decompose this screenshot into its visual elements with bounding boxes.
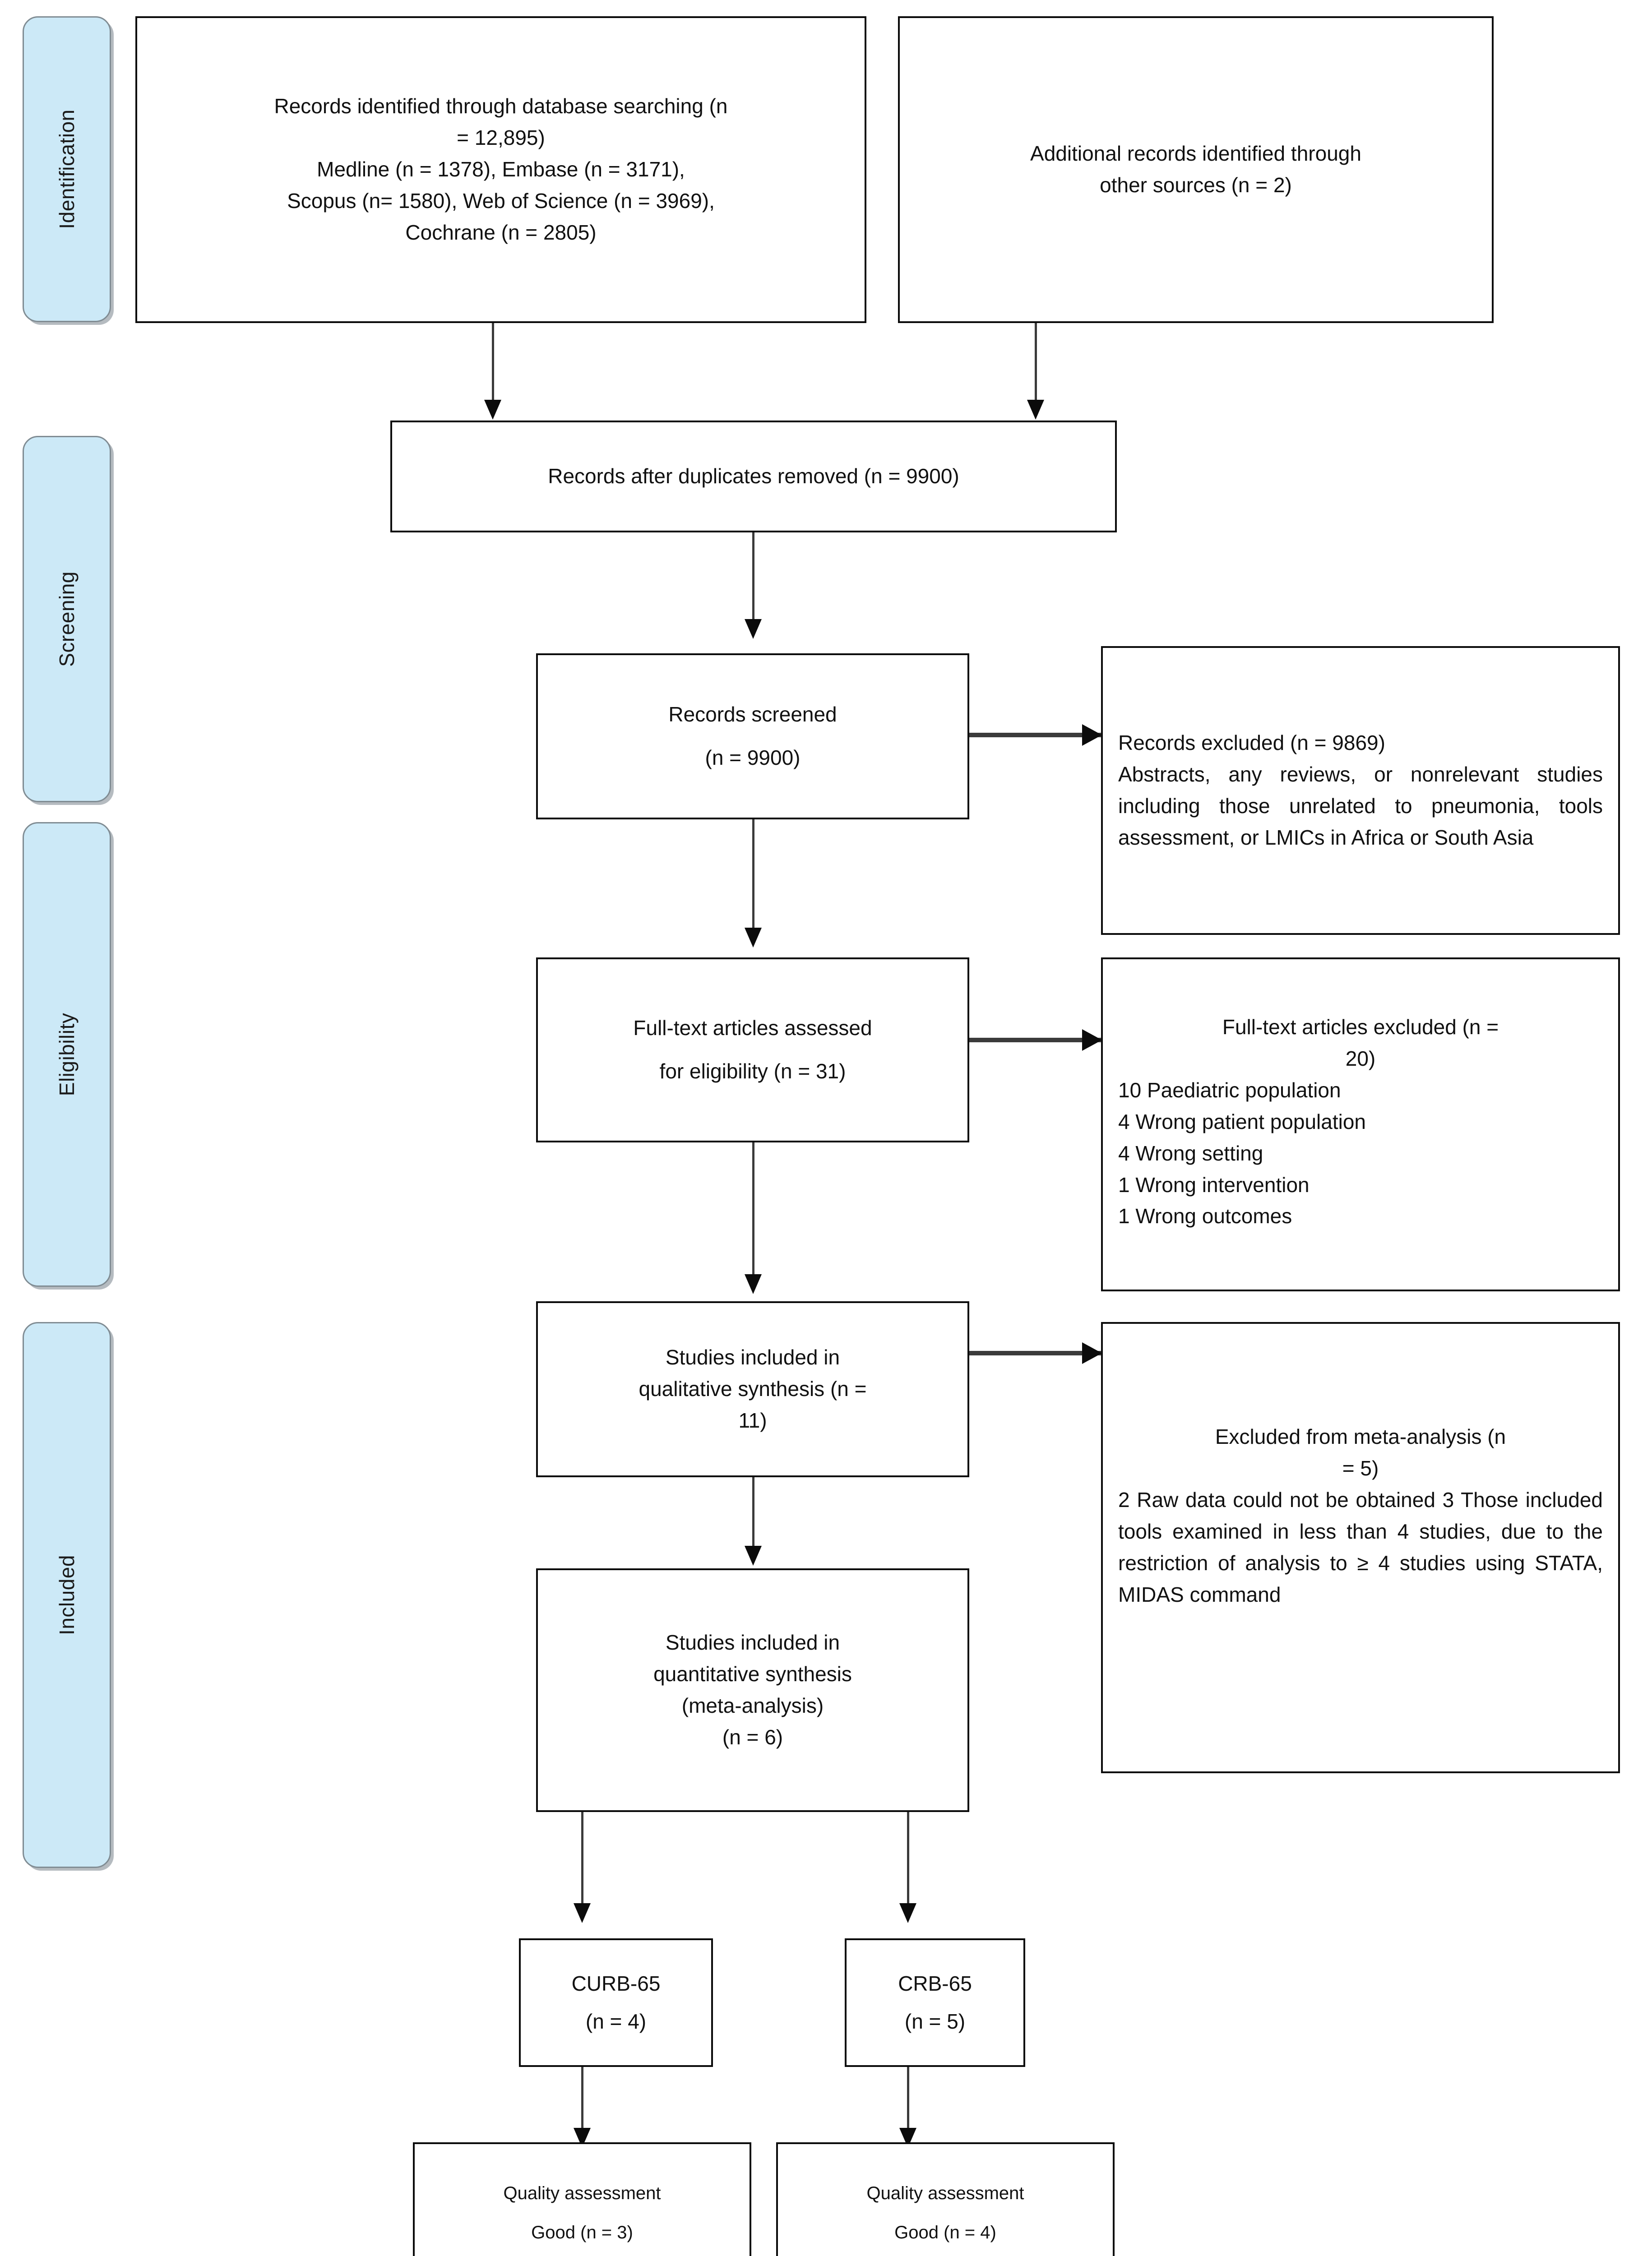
arrowhead-screened-to-fulltext: [745, 928, 762, 948]
quantitative-line-1: Studies included in: [665, 1631, 840, 1655]
box-records-excluded-text: Records excluded (n = 9869) Abstracts, a…: [1118, 727, 1603, 854]
connector-db-search-to-duplicates: [492, 323, 494, 404]
quality-curb65-line-2: Good (n = 3): [531, 2222, 633, 2242]
arrowhead-duplicates-to-screened: [745, 619, 762, 639]
connector-quantitative-to-curb65: [581, 1812, 583, 1907]
connector-curb65-to-quality: [581, 2067, 583, 2135]
connector-other-sources-to-duplicates: [1035, 323, 1037, 404]
box-records-screened-text: Records screened (n = 9900): [550, 699, 956, 774]
records-screened-line-2: (n = 9900): [705, 746, 801, 769]
box-quality-crb65-text: Quality assessment Good (n = 4) Poor (n …: [790, 2180, 1101, 2256]
other-sources-line-2: other sources (n = 2): [1100, 173, 1292, 197]
excluded-meta-line-1: Excluded from meta-analysis (n: [1215, 1425, 1506, 1448]
quality-crb65-line-2: Good (n = 4): [894, 2222, 996, 2242]
arrowhead-qualitative-to-excluded-meta: [1082, 1342, 1102, 1364]
quality-crb65-line-1: Quality assessment: [866, 2183, 1024, 2203]
quantitative-line-2: quantitative synthesis: [653, 1662, 852, 1686]
db-search-line-1: Records identified through database sear…: [274, 94, 728, 118]
box-quality-assessment-curb65: Quality assessment Good (n = 3) Moderate…: [413, 2142, 751, 2256]
arrowhead-qualitative-to-quantitative: [745, 1546, 762, 1566]
curb65-line-2: (n = 4): [585, 2009, 647, 2033]
qualitative-line-1: Studies included in: [665, 1345, 840, 1369]
duplicates-removed-line-1: Records after duplicates removed (n = 99…: [548, 464, 959, 488]
box-records-identified-database: Records identified through database sear…: [135, 16, 866, 323]
arrowhead-quantitative-to-curb65: [574, 1903, 591, 1923]
quantitative-line-4: (n = 6): [722, 1725, 783, 1749]
db-search-line-2: = 12,895): [457, 126, 545, 150]
records-screened-line-1: Records screened: [668, 703, 837, 726]
other-sources-line-1: Additional records identified through: [1030, 142, 1361, 166]
arrowhead-db-search-to-duplicates: [484, 400, 501, 420]
quality-curb65-line-1: Quality assessment: [503, 2183, 661, 2203]
phase-bar-eligibility: Eligibility: [23, 822, 111, 1287]
connector-fulltext-to-excluded: [969, 1038, 1105, 1042]
db-search-line-5: Cochrane (n = 2805): [405, 220, 597, 244]
phase-bar-screening: Screening: [23, 436, 111, 802]
connector-duplicates-to-screened: [752, 532, 754, 623]
qualitative-line-2: qualitative synthesis (n =: [639, 1377, 867, 1401]
arrowhead-quantitative-to-crb65: [899, 1903, 916, 1923]
connector-qualitative-to-quantitative: [752, 1477, 754, 1549]
box-records-excluded: Records excluded (n = 9869) Abstracts, a…: [1101, 646, 1620, 935]
fulltext-excluded-reason-4: 1 Wrong intervention: [1118, 1173, 1310, 1197]
crb65-line-2: (n = 5): [904, 2009, 966, 2033]
db-search-line-4: Scopus (n= 1580), Web of Science (n = 39…: [287, 189, 715, 213]
box-crb65-text: CRB-65 (n = 5): [858, 1968, 1012, 2038]
box-quality-assessment-crb65: Quality assessment Good (n = 4) Poor (n …: [776, 2142, 1115, 2256]
box-fulltext-excluded-text: Full-text articles excluded (n = 20) 10 …: [1118, 1012, 1603, 1232]
box-duplicates-removed-text: Records after duplicates removed (n = 99…: [404, 461, 1103, 492]
connector-fulltext-to-qualitative: [752, 1142, 754, 1278]
quantitative-line-3: (meta-analysis): [681, 1694, 824, 1717]
records-excluded-body: Abstracts, any reviews, or nonrelevant s…: [1118, 763, 1603, 849]
connector-screened-to-fulltext: [752, 819, 754, 931]
box-quality-curb65-text: Quality assessment Good (n = 3) Moderate…: [426, 2180, 738, 2256]
records-excluded-heading: Records excluded (n = 9869): [1118, 731, 1385, 755]
box-curb65-text: CURB-65 (n = 4): [532, 1968, 699, 2038]
phase-label-screening: Screening: [55, 571, 79, 667]
excluded-meta-line-2: = 5): [1342, 1456, 1379, 1480]
box-records-identified-database-text: Records identified through database sear…: [149, 91, 853, 249]
excluded-meta-body: 2 Raw data could not be obtained 3 Those…: [1118, 1488, 1603, 1606]
connector-qualitative-to-excluded-meta: [969, 1351, 1105, 1355]
arrowhead-fulltext-to-excluded: [1082, 1029, 1102, 1051]
box-qualitative-synthesis: Studies included in qualitative synthesi…: [536, 1301, 969, 1477]
box-fulltext-assessed: Full-text articles assessed for eligibil…: [536, 957, 969, 1142]
connector-crb65-to-quality: [907, 2067, 909, 2135]
phase-label-included: Included: [55, 1555, 79, 1635]
fulltext-excluded-reason-2: 4 Wrong patient population: [1118, 1110, 1366, 1133]
box-quantitative-synthesis-text: Studies included in quantitative synthes…: [550, 1627, 956, 1753]
box-additional-records-text: Additional records identified through ot…: [912, 138, 1480, 201]
phase-label-identification: Identification: [55, 109, 79, 229]
box-records-screened: Records screened (n = 9900): [536, 653, 969, 819]
db-search-line-3: Medline (n = 1378), Embase (n = 3171),: [317, 157, 685, 181]
box-qualitative-synthesis-text: Studies included in qualitative synthesi…: [550, 1342, 956, 1437]
arrowhead-other-sources-to-duplicates: [1027, 400, 1044, 420]
fulltext-assessed-line-2: for eligibility (n = 31): [659, 1059, 846, 1083]
fulltext-excluded-line-2: 20): [1345, 1046, 1376, 1070]
fulltext-assessed-line-1: Full-text articles assessed: [633, 1016, 872, 1040]
box-records-after-duplicates-removed: Records after duplicates removed (n = 99…: [390, 421, 1117, 532]
arrowhead-screened-to-excluded: [1082, 724, 1102, 746]
fulltext-excluded-reason-5: 1 Wrong outcomes: [1118, 1204, 1292, 1228]
box-curb65: CURB-65 (n = 4): [519, 1938, 713, 2067]
phase-bar-identification: Identification: [23, 16, 111, 322]
box-quantitative-synthesis: Studies included in quantitative synthes…: [536, 1568, 969, 1812]
box-excluded-from-meta-analysis: Excluded from meta-analysis (n = 5) 2 Ra…: [1101, 1322, 1620, 1773]
connector-quantitative-to-crb65: [907, 1812, 909, 1907]
fulltext-excluded-line-1: Full-text articles excluded (n =: [1222, 1015, 1499, 1039]
phase-bar-included: Included: [23, 1322, 111, 1868]
qualitative-line-3: 11): [738, 1408, 767, 1432]
curb65-line-1: CURB-65: [571, 1971, 661, 1995]
fulltext-excluded-reason-1: 10 Paediatric population: [1118, 1078, 1341, 1102]
fulltext-excluded-reason-3: 4 Wrong setting: [1118, 1141, 1263, 1165]
connector-screened-to-excluded: [969, 733, 1105, 737]
arrowhead-fulltext-to-qualitative: [745, 1274, 762, 1294]
box-additional-records-other-sources: Additional records identified through ot…: [898, 16, 1494, 323]
box-crb65: CRB-65 (n = 5): [845, 1938, 1025, 2067]
box-excluded-meta-text: Excluded from meta-analysis (n = 5) 2 Ra…: [1118, 1421, 1603, 1610]
box-fulltext-excluded: Full-text articles excluded (n = 20) 10 …: [1101, 957, 1620, 1291]
box-fulltext-assessed-text: Full-text articles assessed for eligibil…: [550, 1012, 956, 1087]
phase-label-eligibility: Eligibility: [55, 1012, 79, 1096]
crb65-line-1: CRB-65: [898, 1971, 972, 1995]
